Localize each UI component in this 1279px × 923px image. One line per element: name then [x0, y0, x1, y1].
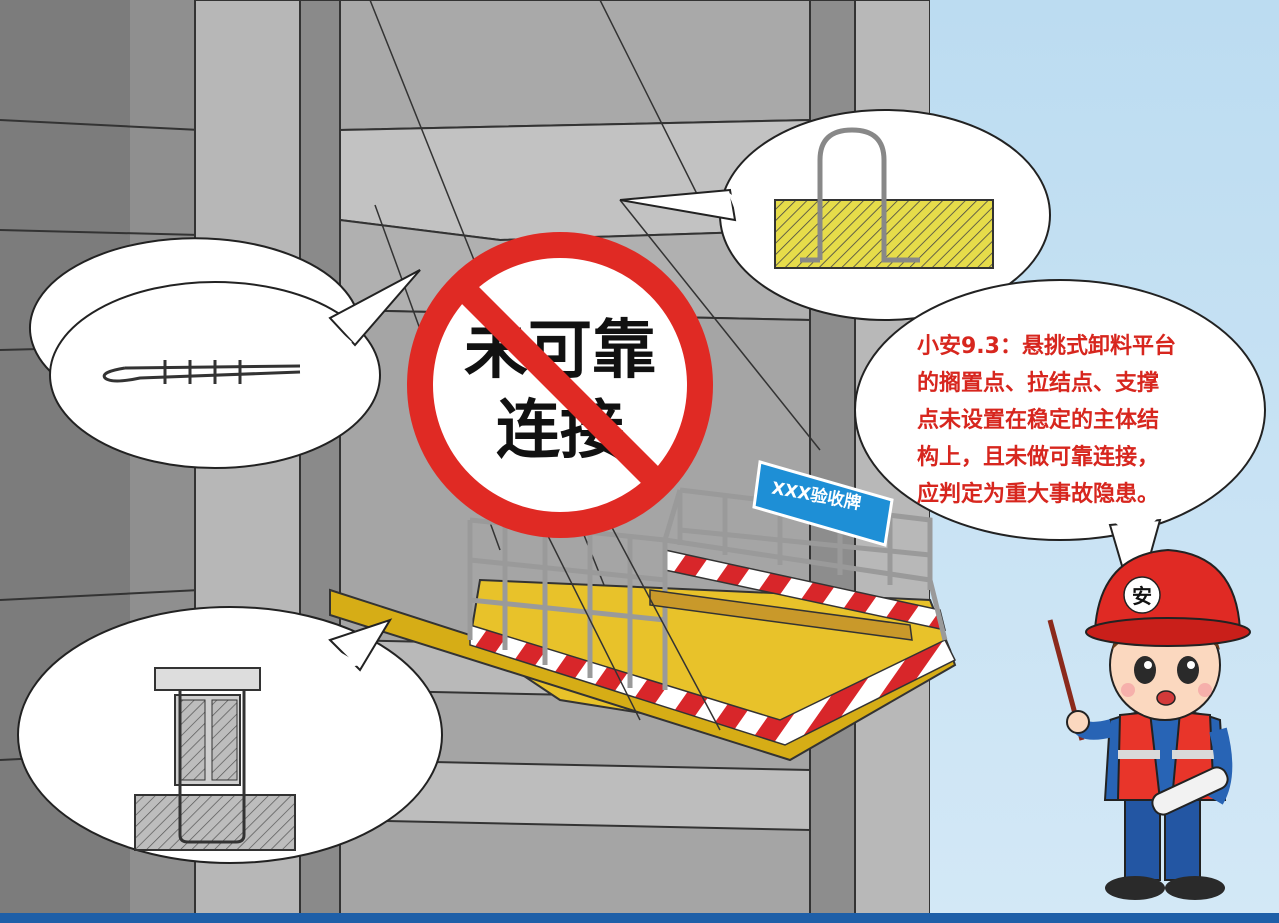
- helmet-badge-text: 安: [1132, 584, 1152, 608]
- safety-worker-character: 安: [1047, 548, 1251, 900]
- speech-line-1: 小安9.3：悬挑式卸料平台: [917, 333, 1176, 359]
- speech-line-4: 构上，且未做可靠连接，: [917, 444, 1159, 470]
- anchor-bolt-bubble: [17, 606, 443, 864]
- bottom-bar: [0, 913, 1279, 923]
- speech-line-3: 点未设置在稳定的主体结: [917, 407, 1159, 433]
- wire-rope-clip-bubble: [29, 237, 421, 469]
- u-bolt-embedded-icon: [774, 127, 994, 269]
- unloading-platform: [329, 429, 957, 762]
- u-bolt-bubble: [619, 109, 1051, 321]
- speech-line-5: 应判定为重大事故隐患。: [917, 481, 1159, 507]
- wire-rope-clip-icon: [102, 360, 301, 384]
- prohibition-sign: 未可靠 连接: [407, 232, 713, 538]
- helmet-badge: [1123, 576, 1161, 614]
- anchor-bolt-embedded-icon: [134, 667, 296, 851]
- speech-line-2: 的搁置点、拉结点、支撑: [917, 370, 1159, 396]
- safety-speech-bubble: 小安9.3：悬挑式卸料平台 的搁置点、拉结点、支撑 点未设置在稳定的主体结 构上…: [854, 279, 1266, 614]
